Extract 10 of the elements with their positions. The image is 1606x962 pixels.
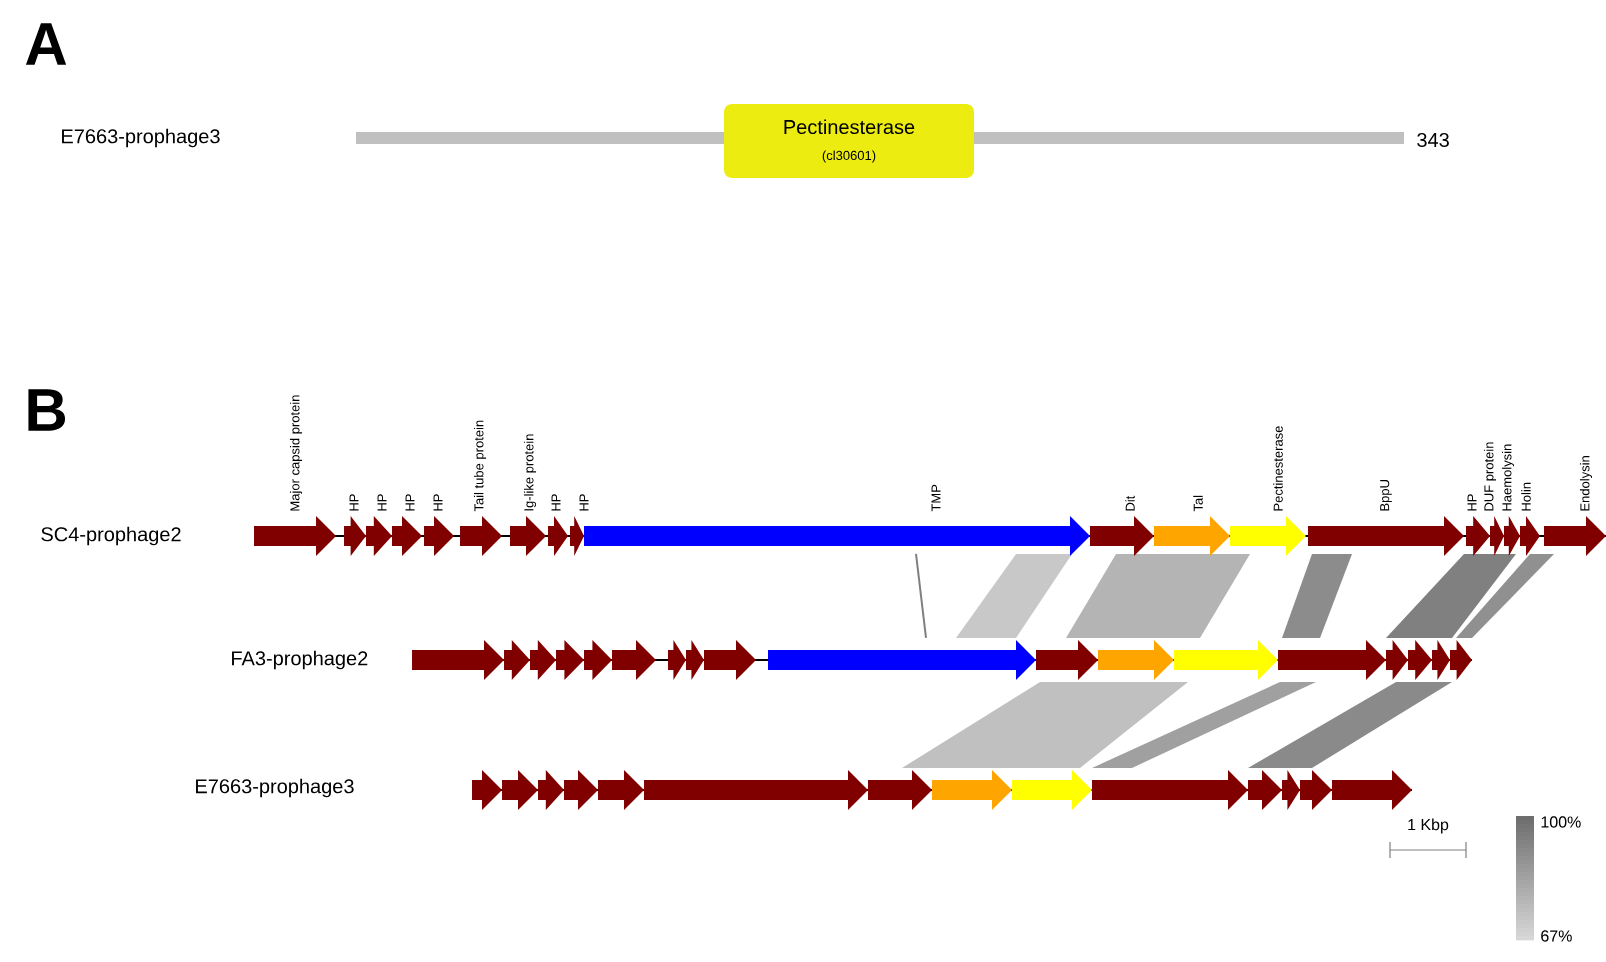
length-label: 343 (1417, 132, 1449, 148)
sequence-name: FA3-prophage2 (232, 650, 368, 670)
panel-letter: A (25, 23, 67, 65)
sequence-name: SC4-prophage2 (41, 526, 181, 546)
sequence-name: E7663-prophage3 (62, 128, 220, 148)
sequence-name: E7663-prophage3 (196, 778, 354, 798)
percent-label: 67% (1541, 930, 1572, 942)
panel-letter: B (28, 389, 66, 431)
scale-label: 1 Kbp (1408, 818, 1449, 834)
percent-label: 100% (1541, 816, 1581, 828)
